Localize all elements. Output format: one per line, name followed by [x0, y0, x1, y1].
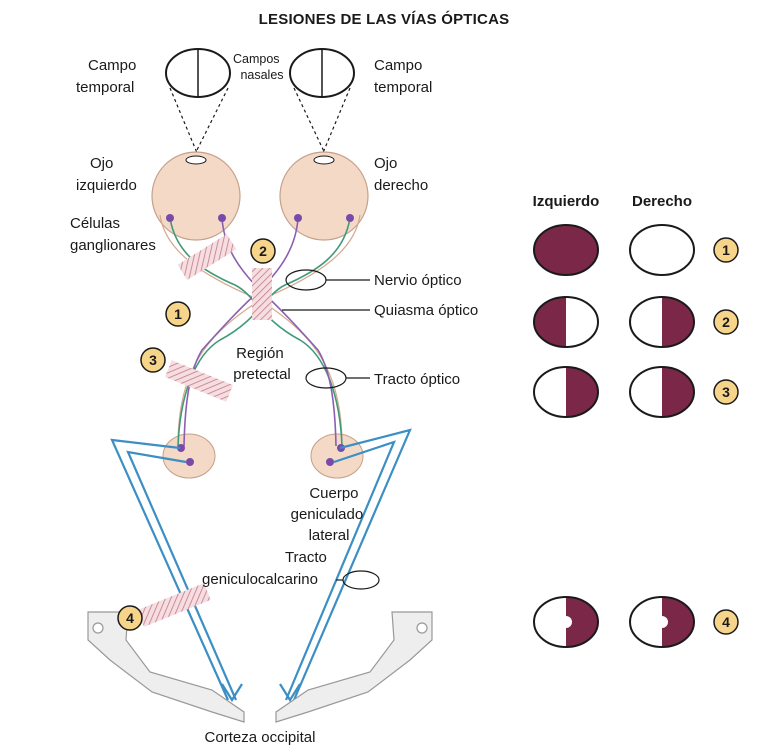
lesion-4-mark — [137, 583, 211, 627]
svg-text:1: 1 — [174, 306, 182, 322]
table-header-left: Izquierdo — [533, 193, 600, 210]
svg-text:3: 3 — [149, 352, 157, 368]
optic-tract-label: Tracto óptico — [374, 371, 460, 388]
right-visual-field — [289, 48, 355, 98]
field-defect-table: 1 2 3 4 — [533, 224, 739, 648]
right-field-row-2 — [629, 296, 695, 348]
occipital-cortex — [87, 611, 433, 723]
right-eye — [279, 151, 369, 241]
left-field-row-3 — [533, 366, 599, 418]
lesion-badge-4: 4 — [117, 605, 143, 631]
geniculocalcarine-label: Tracto geniculocalcarino — [202, 549, 331, 588]
left-visual-field — [165, 48, 231, 98]
table-badge-3: 3 — [713, 379, 739, 405]
left-field-row-2 — [533, 296, 599, 348]
pretectal-region-label: Región pretectal — [233, 345, 291, 383]
table-badge-2: 2 — [713, 309, 739, 335]
lesion-badge-3: 3 — [140, 347, 166, 373]
right-field-row-3 — [629, 366, 695, 418]
lesion-3-mark — [165, 360, 233, 402]
svg-text:4: 4 — [722, 614, 730, 630]
right-field-row-1 — [629, 224, 695, 276]
right-eye-label: Ojo derecho — [374, 155, 428, 194]
optic-nerve-label: Nervio óptico — [374, 272, 462, 289]
projection-lines — [169, 87, 351, 161]
left-lgn — [162, 433, 216, 479]
optic-chiasm-label: Quiasma óptico — [374, 302, 478, 319]
right-field-row-4 — [629, 596, 695, 648]
table-header-right: Derecho — [632, 193, 692, 210]
left-field-row-1 — [533, 224, 599, 276]
ganglion-cells-label: Células ganglionares — [70, 215, 156, 254]
lesion-badge-2: 2 — [250, 238, 276, 264]
left-temporal-field-label: Campo temporal — [76, 57, 141, 96]
table-badge-4: 4 — [713, 609, 739, 635]
svg-text:3: 3 — [722, 384, 730, 400]
svg-text:1: 1 — [722, 242, 730, 258]
page-title: LESIONES DE LAS VÍAS ÓPTICAS — [259, 10, 510, 28]
lesion-2-mark — [252, 268, 272, 320]
right-temporal-field-label: Campo temporal — [374, 57, 432, 96]
optic-radiations — [110, 428, 412, 703]
left-eye-label: Ojo izquierdo — [76, 155, 137, 194]
nasal-fields-label: Campos nasales — [233, 52, 284, 82]
lesion-badge-1: 1 — [165, 301, 191, 327]
svg-text:2: 2 — [259, 243, 267, 259]
left-field-row-4 — [533, 596, 599, 648]
svg-text:4: 4 — [126, 610, 134, 626]
occipital-cortex-label: Corteza occipital — [205, 729, 316, 746]
lgn-label: Cuerpo geniculado lateral — [291, 485, 368, 544]
table-badge-1: 1 — [713, 237, 739, 263]
left-eye — [151, 151, 241, 241]
svg-text:2: 2 — [722, 314, 730, 330]
lesion-1-mark — [177, 233, 237, 281]
annotation-leaders — [282, 269, 380, 590]
